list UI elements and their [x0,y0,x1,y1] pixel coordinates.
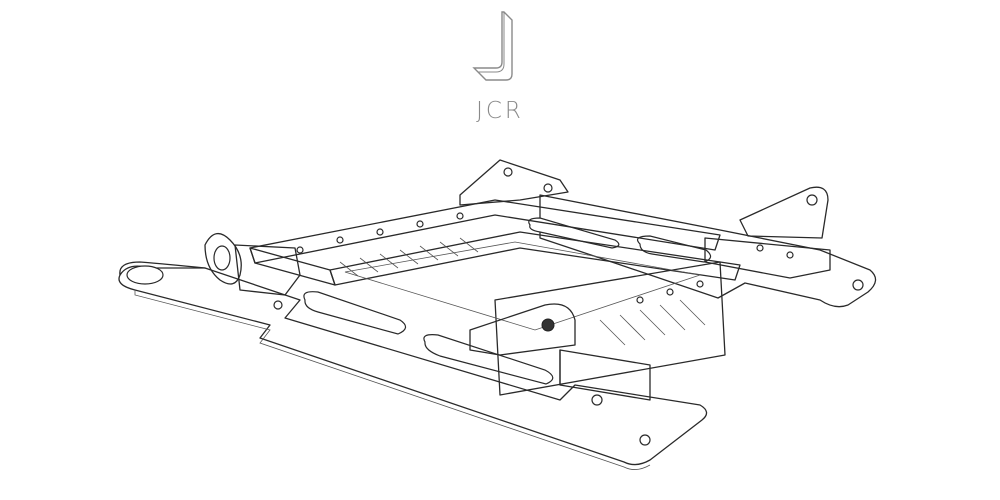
base-plate-front [118,265,708,466]
left-ring-bracket [204,233,242,285]
right-rail-slots [599,299,706,346]
front-hole-1 [591,394,603,406]
frame-bolt-holes [296,212,794,304]
front-slot-left [303,291,407,335]
jcr-j-monogram-icon [472,11,513,81]
left-lug-hole [126,265,164,285]
frame-right-rail [494,261,726,396]
left-lug [119,261,206,276]
front-hole-2 [639,434,651,446]
back-hole-1 [852,279,864,291]
brand-logo-text: JCR [476,98,524,124]
back-slot-top [528,217,620,249]
inner-opening [344,241,701,331]
rear-bracket-left [459,159,569,206]
rear-bracket-right [739,186,829,239]
frame-left-rail [249,247,336,286]
base-plate-back [539,194,877,308]
left-rail-slots [339,237,479,277]
front-hole-3 [273,300,283,310]
front-slot-right [423,334,554,385]
front-bracket [469,303,576,356]
